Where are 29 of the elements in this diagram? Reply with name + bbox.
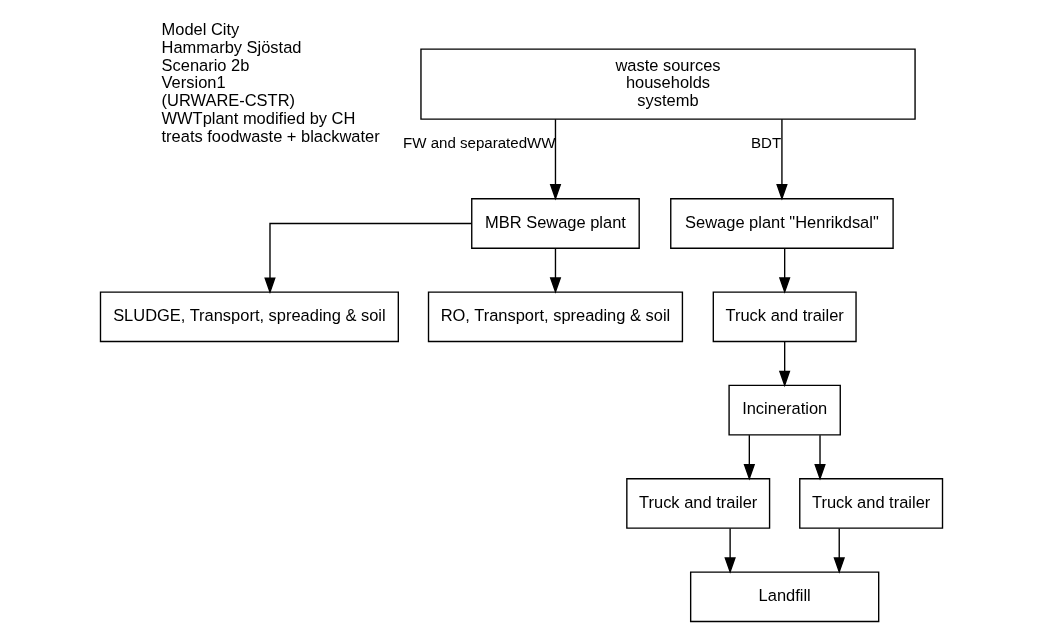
arrow: [724, 527, 736, 574]
edge-label: FW and separatedWW: [403, 133, 556, 151]
label: (URWARE-CSTR): [161, 91, 296, 110]
arrow: [743, 434, 756, 481]
arrow: [776, 118, 788, 201]
arrow: [833, 527, 845, 574]
label: Version1: [161, 73, 226, 92]
label: WWTplant modified by CH: [161, 109, 356, 128]
node-box: Sewage plant "Henrikdsal": [670, 198, 894, 249]
arrow: [549, 118, 562, 201]
label: Scenario 2b: [161, 55, 250, 74]
arrow: [264, 222, 473, 294]
node-box: Incineration: [728, 384, 841, 436]
node-box: SLUDGE, Transport, spreading & soil: [99, 291, 399, 343]
node-box: MBR Sewage plant: [471, 198, 640, 249]
arrow: [549, 247, 562, 294]
edge-label: BDT: [751, 133, 782, 151]
node-box: Truck and trailer: [799, 478, 944, 529]
node-box: RO, Transport, spreading & soil: [427, 291, 684, 343]
node-box: waste sources households systemb: [420, 48, 916, 120]
label: Model City: [161, 19, 240, 38]
arrow: [778, 247, 791, 294]
label: treats foodwaste + blackwater: [161, 126, 380, 145]
node-box: Truck and trailer: [712, 291, 857, 343]
node-box: Landfill: [689, 571, 880, 623]
arrow: [814, 434, 826, 481]
label: Hammarby Sjöstad: [161, 37, 302, 56]
node-box: Truck and trailer: [626, 478, 771, 529]
arrow: [778, 341, 791, 388]
